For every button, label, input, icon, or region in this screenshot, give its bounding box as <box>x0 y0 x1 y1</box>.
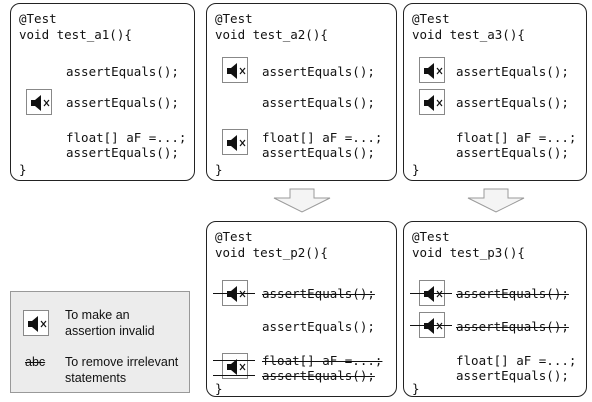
down-arrow-icon <box>273 188 331 213</box>
mute-icon <box>222 129 248 155</box>
code-line: assertEquals(); <box>262 319 375 334</box>
code-line: float[] aF =...; <box>456 353 577 368</box>
code-line: assertEquals(); <box>262 64 375 79</box>
strikethrough-line <box>410 325 452 327</box>
mute-icon <box>222 57 248 83</box>
code-line: assertEquals(); <box>456 95 569 110</box>
panel-test-p2: @Test void test_p2(){ assertEquals(); as… <box>206 221 397 397</box>
code-line: assertEquals(); <box>66 64 179 79</box>
legend-mute-label-line1: To make an <box>65 308 130 322</box>
code-line: float[] aF =...; <box>66 130 187 145</box>
legend-box: To make an assertion invalid abc To remo… <box>10 291 190 393</box>
test-annotation: @Test <box>19 11 57 26</box>
legend-strike-label-line2: statements <box>65 371 127 385</box>
removed-code-line: assertEquals(); <box>456 286 569 301</box>
removed-code-line: assertEquals(); <box>262 286 375 301</box>
mute-icon <box>26 89 52 115</box>
strikethrough-line <box>410 293 452 295</box>
panel-test-a3: @Test void test_a3(){ assertEquals(); as… <box>403 3 587 181</box>
code-line: assertEquals(); <box>456 368 569 383</box>
mute-icon <box>222 353 248 379</box>
code-line: float[] aF =...; <box>262 130 383 145</box>
panel-test-a2: @Test void test_a2(){ assertEquals(); as… <box>206 3 397 181</box>
closing-brace: } <box>19 162 27 177</box>
removed-code-line: assertEquals(); <box>456 319 569 334</box>
code-line: assertEquals(); <box>66 95 179 110</box>
panel-test-a1: @Test void test_a1(){ assertEquals(); as… <box>10 3 195 181</box>
method-signature: void test_a2(){ <box>215 27 328 42</box>
strikethrough-line <box>213 375 255 377</box>
code-line: float[] aF =...; <box>456 130 577 145</box>
mute-icon <box>419 57 445 83</box>
removed-code-line: float[] aF =...; <box>262 353 383 368</box>
method-signature: void test_p3(){ <box>412 245 525 260</box>
closing-brace: } <box>215 162 223 177</box>
legend-strike-sample: abc <box>25 355 46 369</box>
code-line: assertEquals(); <box>262 95 375 110</box>
closing-brace: } <box>215 381 223 396</box>
method-signature: void test_a1(){ <box>19 27 132 42</box>
strikethrough-line <box>213 360 255 362</box>
down-arrow-icon <box>467 188 525 213</box>
code-line: assertEquals(); <box>456 64 569 79</box>
test-annotation: @Test <box>412 11 450 26</box>
method-signature: void test_p2(){ <box>215 245 328 260</box>
code-line: assertEquals(); <box>262 145 375 160</box>
test-annotation: @Test <box>412 229 450 244</box>
panel-test-p3: @Test void test_p3(){ assertEquals(); as… <box>403 221 587 397</box>
closing-brace: } <box>412 381 420 396</box>
mute-icon <box>419 89 445 115</box>
method-signature: void test_a3(){ <box>412 27 525 42</box>
strikethrough-line <box>213 293 255 295</box>
legend-strike-label-line1: To remove irrelevant <box>65 355 179 369</box>
mute-icon <box>23 310 49 336</box>
test-annotation: @Test <box>215 229 253 244</box>
code-line: assertEquals(); <box>456 145 569 160</box>
removed-code-line: assertEquals(); <box>262 368 375 383</box>
legend-mute-label-line2: assertion invalid <box>65 324 155 338</box>
test-annotation: @Test <box>215 11 253 26</box>
code-line: assertEquals(); <box>66 145 179 160</box>
closing-brace: } <box>412 162 420 177</box>
